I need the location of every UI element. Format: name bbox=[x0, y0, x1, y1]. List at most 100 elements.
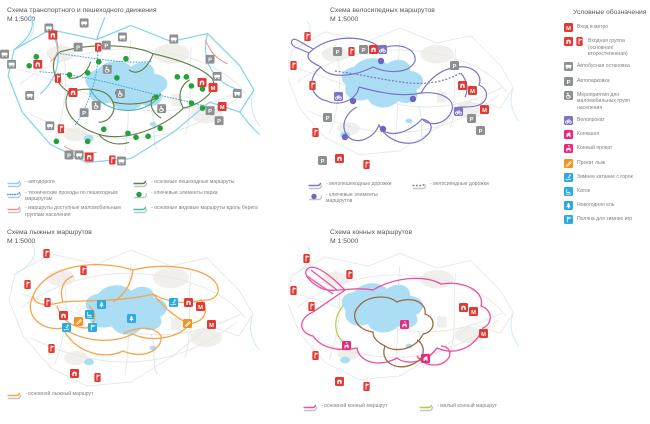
parking-icon bbox=[359, 45, 368, 54]
metro-icon bbox=[208, 82, 218, 92]
ice-rink-icon bbox=[564, 187, 573, 197]
legend-label: Новогодняя ель bbox=[577, 202, 615, 209]
legend-item: - основной конный маршрут bbox=[303, 403, 411, 412]
ski-rental-icon bbox=[564, 158, 573, 168]
map-scale: М 1:5000 bbox=[7, 16, 36, 24]
horse-inner-route bbox=[354, 296, 434, 368]
accessibility-icon bbox=[157, 104, 167, 114]
legend-label: - велосипедные дорожки bbox=[430, 181, 489, 187]
map-ski-routes bbox=[8, 241, 260, 387]
bike-only-path bbox=[334, 70, 462, 84]
entrance-main-icon bbox=[68, 87, 78, 98]
legend-item: - основной лыжный маршрут bbox=[7, 391, 167, 400]
entrance-main-icon bbox=[369, 45, 378, 54]
entrance-secondary-icon bbox=[23, 280, 32, 289]
metro-icon bbox=[479, 329, 488, 338]
entrance-secondary-icon bbox=[307, 302, 316, 311]
line-swatch bbox=[419, 404, 434, 411]
legend-item: - основные видовые маршруты вдоль берега bbox=[133, 205, 275, 218]
bus-stop-icon bbox=[212, 71, 222, 81]
legend-horse: - основной конный маршрут - малый конный… bbox=[303, 403, 533, 412]
entrance-main-icon bbox=[48, 30, 58, 40]
page-title: Схема транспортного и пешеходного движен… bbox=[7, 7, 157, 14]
legend-label: Прокат лыж bbox=[577, 159, 606, 166]
accessibility-icon bbox=[115, 88, 125, 99]
legend-item: Новогодняя ель bbox=[564, 201, 648, 211]
entrance-main-icon bbox=[335, 377, 344, 386]
page-title: Схема конных маршрутов bbox=[330, 229, 413, 236]
bike-rental-icon bbox=[454, 107, 463, 116]
map-scale: М 1:5000 bbox=[7, 238, 36, 246]
accessibility-icon bbox=[564, 90, 573, 100]
legend-item: Конюшня bbox=[564, 130, 648, 140]
legend-label: - основной лыжный маршрут bbox=[25, 391, 94, 397]
legend-label: Велопрокат bbox=[577, 117, 605, 124]
map-bicycle-routes bbox=[288, 20, 520, 169]
entrance-secondary-icon bbox=[347, 47, 356, 56]
stable-icon bbox=[564, 130, 573, 140]
legend-label: - автодороги bbox=[25, 179, 55, 185]
key-park-elements-dots bbox=[26, 53, 206, 145]
line-swatch bbox=[7, 392, 22, 399]
legend-item: Конный прокат bbox=[564, 144, 648, 154]
horse-rental-icon bbox=[564, 144, 573, 154]
accessibility-icon bbox=[102, 64, 112, 74]
entrance-secondary-icon bbox=[362, 160, 371, 169]
bus-stop-icon bbox=[0, 49, 10, 59]
legend-item: - маршруты доступные маломобильным групп… bbox=[7, 205, 125, 218]
entrance-secondary-icon bbox=[302, 254, 311, 263]
line-swatch bbox=[7, 206, 22, 213]
winter-sledding-icon bbox=[62, 323, 71, 332]
entrance-main-icon bbox=[84, 152, 94, 162]
page-title: Схема велосипедных маршрутов bbox=[330, 7, 435, 14]
bus-stop-icon bbox=[117, 32, 127, 42]
symbols-legend-title: Условные обозначения bbox=[573, 9, 647, 16]
entrance-secondary-icon bbox=[289, 61, 298, 70]
parking-icon bbox=[450, 61, 459, 70]
symbols-legend: Условные обозначения Вход в метро Входна… bbox=[564, 9, 648, 230]
legend-item: Автопарковка bbox=[564, 76, 648, 86]
legend-label: Каток bbox=[577, 188, 591, 195]
legend-label: Автопарковка bbox=[577, 77, 610, 84]
parking-icon bbox=[476, 126, 485, 135]
panel-transport-title-block: Схема транспортного и пешеходного движен… bbox=[7, 6, 207, 24]
entrance-secondary-icon bbox=[289, 286, 298, 295]
dotted-line-swatch bbox=[7, 190, 22, 198]
parking-icon bbox=[214, 116, 224, 126]
legend-ski: - основной лыжный маршрут bbox=[7, 391, 167, 400]
pedestrian-routes bbox=[52, 45, 215, 145]
entrance-secondary-icon bbox=[57, 124, 65, 134]
parking-icon bbox=[79, 108, 89, 118]
bus-stop-icon bbox=[25, 90, 35, 101]
entrance-main-icon bbox=[70, 369, 79, 378]
legend-label: - основной конный маршрут bbox=[321, 403, 388, 409]
key-route-elements-dots bbox=[341, 57, 417, 141]
legend-item: Каток bbox=[564, 187, 648, 197]
map-scale: М 1:5000 bbox=[330, 16, 359, 24]
dot-swatch bbox=[309, 193, 323, 200]
parking-icon bbox=[318, 156, 327, 165]
legend-label: Конюшня bbox=[577, 131, 600, 138]
new-year-tree-icon bbox=[564, 201, 573, 211]
bus-stop-icon bbox=[79, 18, 89, 28]
entrance-secondary-icon bbox=[93, 373, 102, 382]
bus-stop-icon bbox=[232, 88, 242, 99]
bus-stop-icon bbox=[45, 121, 55, 131]
entrance-secondary-icon bbox=[575, 37, 584, 47]
winter-sledding-icon bbox=[169, 298, 178, 307]
legend-label: Конный прокат bbox=[577, 145, 613, 152]
map-horse-routes bbox=[288, 245, 520, 391]
metro-icon bbox=[468, 86, 477, 95]
entrance-secondary-icon bbox=[79, 266, 88, 275]
auto-roads bbox=[7, 15, 261, 164]
bike-rental-icon bbox=[334, 92, 343, 101]
panel-ski-title-block: Схема лыжных маршрутов М 1:5000 bbox=[7, 228, 187, 246]
bus-stop-icon bbox=[169, 34, 179, 44]
winter-sledding-icon bbox=[564, 172, 573, 182]
parking-icon bbox=[205, 106, 215, 116]
legend-item: - технические проезды по пешеходным марш… bbox=[7, 190, 125, 203]
metro-icon bbox=[196, 302, 205, 311]
parking-icon bbox=[333, 47, 342, 56]
ski-rental-icon bbox=[183, 319, 192, 328]
